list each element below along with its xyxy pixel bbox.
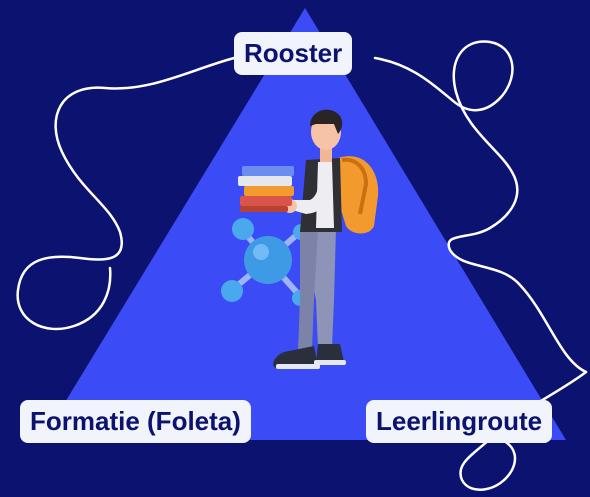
decorative-curve-right	[373, 40, 588, 374]
molecule-icon	[221, 218, 309, 306]
node-label-left: Formatie (Foleta)	[20, 400, 251, 443]
node-label-top: Rooster	[234, 32, 353, 75]
decorative-curve-left	[16, 56, 236, 331]
student-with-books-icon	[238, 109, 379, 369]
node-label-right: Leerlingroute	[366, 400, 553, 443]
